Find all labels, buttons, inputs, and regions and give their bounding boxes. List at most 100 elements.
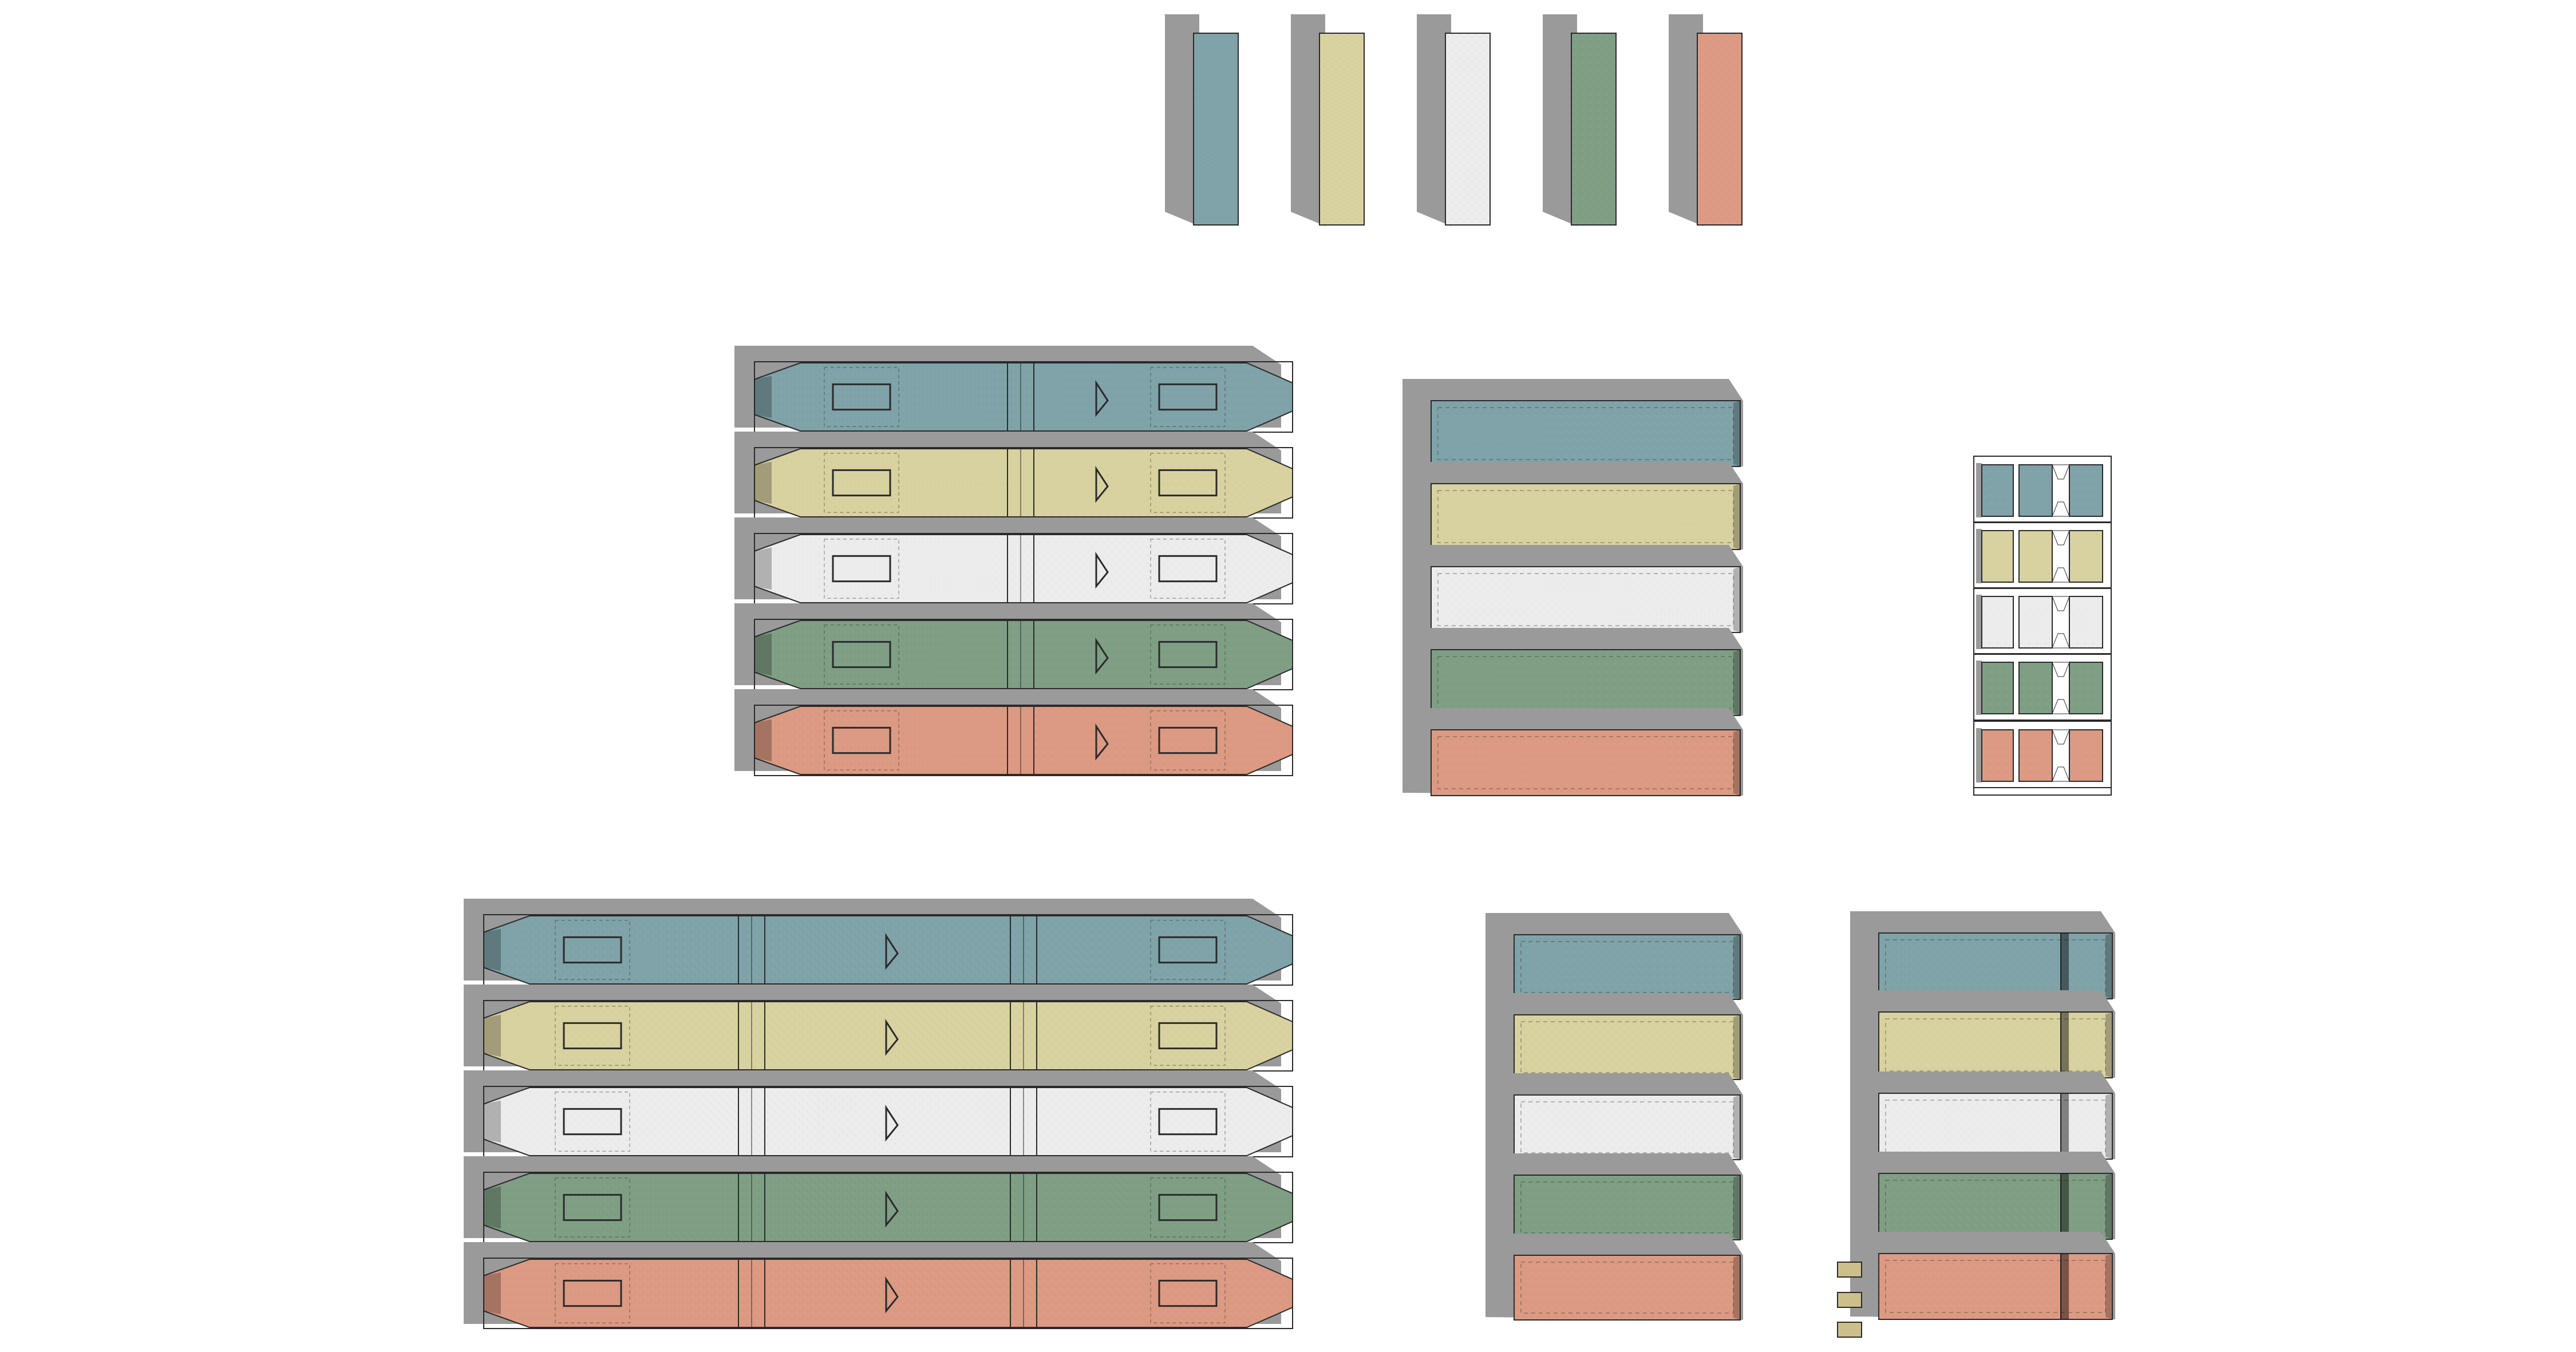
bus-window-guide <box>1150 624 1226 685</box>
box-end-shade <box>1733 1175 1740 1240</box>
box-panel <box>1850 990 2115 1078</box>
bus-window-guide <box>824 539 899 599</box>
box-fold-guide <box>1437 736 1734 789</box>
mini-tile-rear-texture <box>2069 531 2103 582</box>
bus-window-guide <box>1150 1006 1226 1066</box>
box-panel <box>1402 708 1743 796</box>
bus-arrow-mark <box>885 1190 899 1228</box>
bus-window <box>563 1279 622 1307</box>
box-fold-guide <box>1437 490 1734 543</box>
swatch-strip <box>1543 14 1617 226</box>
mini-tile-middle-texture <box>2019 531 2052 582</box>
box-panel-with-cab <box>1837 911 2115 1338</box>
box-body-texture <box>1879 1093 2112 1159</box>
bus-panel <box>464 899 1293 986</box>
mini-tile-front-texture <box>1982 730 2013 781</box>
bus-window-guide <box>555 920 630 980</box>
mini-vehicle-tiles <box>1973 456 2112 796</box>
mini-tile-notch-top <box>2052 464 2070 480</box>
swatch-shadow <box>1417 14 1451 226</box>
box-body-texture <box>1879 1173 2112 1239</box>
swatch-strip <box>1417 14 1491 226</box>
small-tab <box>1837 1322 1862 1338</box>
box-cab-divider <box>2061 1173 2069 1239</box>
bus-panel <box>464 1242 1293 1329</box>
box-panel <box>1485 1234 1743 1321</box>
bus-window-guide <box>555 1092 630 1152</box>
bus-body-texture <box>484 1173 1293 1242</box>
mini-tile <box>1973 521 2112 589</box>
box-end-shade <box>1733 401 1740 467</box>
mini-tile-rear-texture <box>2069 465 2103 516</box>
box-fold-guide <box>1520 941 1734 993</box>
bus-arrow-mark <box>885 1104 899 1142</box>
box-end-shade <box>1733 650 1740 715</box>
swatch-strips <box>1165 14 1743 226</box>
box-panel <box>1402 462 1743 550</box>
bus-window-guide <box>555 1177 630 1238</box>
bus-window <box>563 1193 622 1221</box>
box-panel <box>1402 379 1743 467</box>
bus-panel <box>734 517 1293 604</box>
bus-body-texture <box>484 1002 1293 1070</box>
bus-end-shade <box>484 928 501 971</box>
bus-end-shade <box>484 1014 501 1057</box>
box-end-shade <box>1733 935 1740 999</box>
box-panel <box>1850 911 2115 999</box>
box-end-shade <box>2105 1254 2112 1319</box>
bus-arrow-mark <box>885 932 899 970</box>
mini-tile-rear-texture <box>2069 662 2103 714</box>
box-panel <box>1402 545 1743 633</box>
bus-window <box>832 726 891 754</box>
swatch-strip <box>1165 14 1239 226</box>
bus-arrow-mark <box>1095 379 1109 417</box>
bus-window-guide <box>1150 1263 1226 1323</box>
mini-tile-notch-top <box>2052 530 2070 545</box>
bus-arrow-mark <box>885 1018 899 1056</box>
swatch-shadow <box>1669 14 1703 226</box>
mini-tile-front-texture <box>1982 531 2013 582</box>
bus-panel <box>734 689 1293 776</box>
box-panel <box>1402 628 1743 716</box>
box-panel <box>1485 913 1743 1000</box>
mini-tile-rear-texture <box>2069 730 2103 781</box>
mini-tile-notch-bottom <box>2052 766 2070 782</box>
swatch-body-texture <box>1319 33 1364 225</box>
box-end-shade <box>2105 1093 2112 1159</box>
bus-window-guide <box>824 624 899 685</box>
box-end-shade <box>2105 933 2112 999</box>
mini-tile-rear-texture <box>2069 596 2103 648</box>
mini-tile <box>1973 653 2112 721</box>
mini-tile-shadow <box>1976 529 1982 583</box>
swatch-shadow <box>1165 14 1199 226</box>
small-tab <box>1837 1262 1862 1278</box>
box-fold-guide <box>1885 1018 2106 1072</box>
bus-end-shade <box>754 375 772 418</box>
bus-window <box>1158 936 1218 964</box>
mini-tile-middle-texture <box>2019 662 2052 714</box>
box-body-texture <box>1431 401 1740 467</box>
mini-tile-notch-bottom <box>2052 699 2070 714</box>
bus-panel <box>734 432 1293 519</box>
box-end-shade <box>1733 484 1740 550</box>
box-panel <box>1485 1153 1743 1240</box>
bus-window-guide <box>555 1006 630 1066</box>
bus-window <box>832 469 891 497</box>
box-panel <box>1850 1072 2115 1160</box>
box-cab-divider <box>2061 1254 2069 1319</box>
box-end-shade <box>2105 1012 2112 1078</box>
bus-end-shade <box>754 547 772 590</box>
bus-panel <box>734 346 1293 433</box>
mini-tile <box>1973 587 2112 655</box>
mini-tile-notch-top <box>2052 662 2070 677</box>
bus-window <box>563 1108 622 1136</box>
mini-tile-shadow <box>1976 463 1982 517</box>
bus-arrow-mark <box>1095 551 1109 589</box>
pointed-bus-short <box>734 346 1293 776</box>
bus-body-texture <box>754 449 1293 517</box>
bus-arrow-mark <box>885 1276 899 1314</box>
box-body-texture <box>1514 1175 1740 1240</box>
mini-tile <box>1973 456 2112 523</box>
bus-window <box>832 641 891 669</box>
